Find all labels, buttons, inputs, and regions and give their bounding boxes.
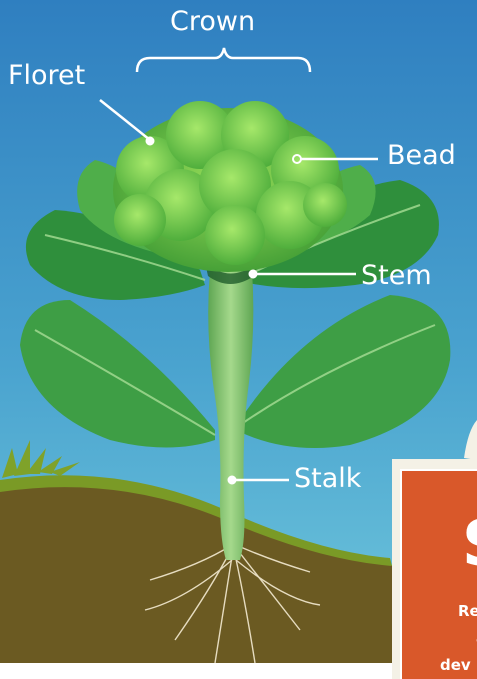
stem-dot	[249, 270, 257, 278]
info-card-panel: S Re a dev	[400, 469, 477, 679]
stalk-label: Stalk	[294, 465, 361, 492]
info-card-line-1: Re	[458, 604, 477, 619]
bead-label: Bead	[387, 142, 456, 169]
crown-label: Crown	[170, 8, 255, 35]
floret-bud	[205, 205, 265, 265]
info-card-line-3: dev	[440, 658, 471, 673]
info-card: S Re a dev	[392, 459, 477, 679]
stalk-dot	[228, 476, 236, 484]
floret-bud	[303, 183, 347, 227]
stem-label: Stem	[361, 262, 432, 289]
floret-dot	[146, 137, 154, 145]
floret-bud	[114, 194, 166, 246]
info-card-heading: S	[462, 513, 477, 575]
floret-label: Floret	[8, 62, 85, 89]
